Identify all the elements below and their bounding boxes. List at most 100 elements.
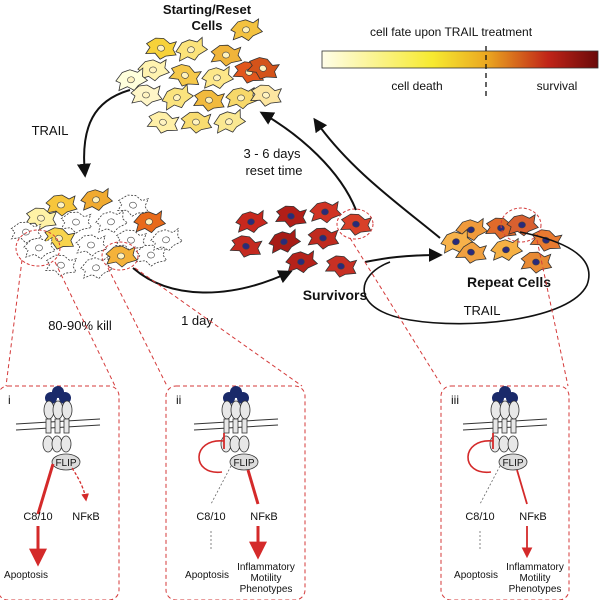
panel-numeral: iii [451,393,459,407]
panel-border [165,385,306,600]
connector-i-right [54,261,116,387]
starting-cell [224,86,259,111]
survivors-label: Survivors [303,287,368,303]
survivor-cell [308,200,343,225]
trail-arrow-top [76,89,131,178]
starting-cell [113,66,150,95]
repeat-cell [483,215,519,243]
killed-cell [134,243,169,268]
starting-cell [200,64,236,92]
starting-cell [209,43,244,68]
connector-iii-left [349,237,443,387]
legend-title: cell fate upon TRAIL treatment [370,25,533,39]
connector-i-left [5,259,23,387]
nfkb-path [516,469,528,505]
reset-time-line2: reset time [245,163,302,178]
phenotype-label: Phenotypes [240,584,293,595]
survivors-cluster [228,200,374,281]
nfkb-label: NFκB [250,511,278,523]
survivor-cell-highlight [101,241,139,271]
reset-arrow-survivors [259,111,357,211]
flip-label: FLIP [502,458,523,469]
killed-cell [22,236,57,261]
c810-label: C8/10 [196,511,225,523]
survivor-cell [306,226,341,251]
title-line2: Cells [191,18,222,33]
starting-cell [244,53,282,85]
phenotype-label: Inflammatory [237,562,295,573]
death-receptor [15,385,101,453]
killed-cell [105,245,138,268]
killed-cell [113,227,149,255]
survivors-to-repeat-arrow [364,248,443,263]
killed-cell [79,254,115,282]
trail-top-label: TRAIL [32,123,69,138]
repeat-cell [438,227,475,257]
weak-caspase-path [210,465,232,505]
starting-cell [248,82,284,110]
killed-cell [9,220,44,245]
trail-loop-arrow [363,231,590,325]
kill-label: 80-90% kill [48,318,112,333]
repeat-cells-cluster [438,213,565,275]
killed-cells-highlight [15,229,61,267]
starting-cell [143,35,179,63]
one-day-label: 1 day [181,313,213,328]
apoptosis-label: Apoptosis [4,570,48,581]
c810-label: C8/10 [465,511,494,523]
survivor-cell [273,203,309,231]
starting-cell [191,87,227,115]
starting-cell [136,58,171,83]
death-receptor [193,385,279,453]
starting-cell [229,17,264,44]
killed-cell [94,208,130,236]
killed-cell [59,210,94,235]
starting-cell [166,60,204,92]
flip-label: FLIP [233,458,254,469]
nfkb-label: NFκB [519,511,547,523]
inhibition-curve [467,440,494,473]
survivor-cell [323,252,360,281]
starting-cell [145,108,182,138]
apoptosis-label: Apoptosis [185,570,229,581]
connector-ii-left [107,267,168,387]
panel-border [0,385,120,600]
legend-survival: survival [537,79,578,93]
inhibition-curve [198,440,225,473]
legend-cell-death: cell death [391,79,442,93]
weak-caspase-path [479,465,501,505]
flip-protein [51,453,81,471]
killed-cell [132,209,167,236]
phenotype-label: Motility [250,573,281,584]
killed-cell [115,192,151,220]
starting-cell [179,110,214,135]
starting-cell [130,84,163,107]
killed-cell [149,226,185,254]
starting-cell [211,107,248,137]
death-receptor [462,385,548,453]
survivor-cell [338,211,374,239]
title-line1: Starting/Reset [163,2,252,17]
survivor-cell [228,232,265,262]
apoptosis-label: Apoptosis [454,570,498,581]
panel-numeral: i [8,393,11,407]
reset-arrow-repeat [313,117,441,239]
reset-time-line1: 3 - 6 days [243,146,301,161]
repeat-cell [519,250,554,275]
survivor-cell [234,208,270,236]
killed-cell [43,252,79,280]
fate-gradient-bar [321,50,599,69]
one-day-arrow [132,267,293,294]
killed-cells-cluster [9,186,185,282]
connector-iii-right [536,239,569,387]
survivor-cell [266,227,303,257]
panel-border [440,385,570,600]
trail-bottom-label: TRAIL [464,303,501,318]
repeat-cells-highlight [500,207,542,243]
flip-label: FLIP [55,458,76,469]
